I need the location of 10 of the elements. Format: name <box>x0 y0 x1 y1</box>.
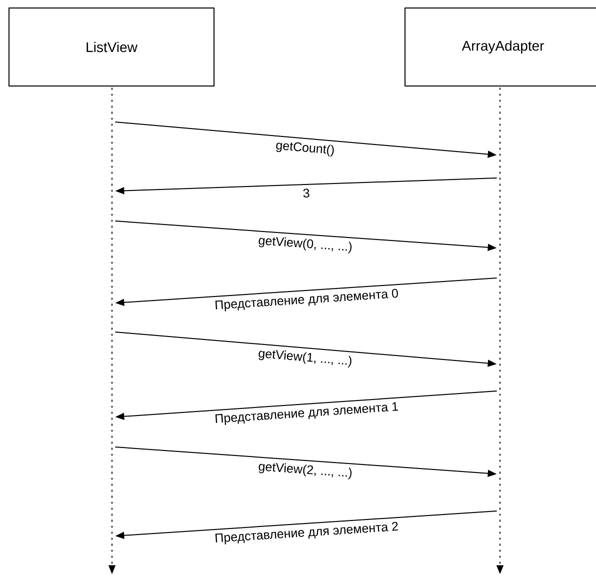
message-label: getView(2, ..., ...) <box>258 463 352 480</box>
message-label: 3 <box>303 188 310 198</box>
message-label: getCount() <box>276 142 334 157</box>
lifeline-box: ListView <box>8 8 214 86</box>
message-label: getView(1, ..., ...) <box>258 350 352 368</box>
message-label: Представление для элемента 1 <box>215 402 398 425</box>
message-label: Представление для элемента 2 <box>215 522 398 544</box>
message-label: Представление для элемента 0 <box>215 288 398 312</box>
lifeline-box: ArrayAdapter <box>404 8 596 86</box>
message-label: getView(0, ..., ...) <box>258 237 352 254</box>
